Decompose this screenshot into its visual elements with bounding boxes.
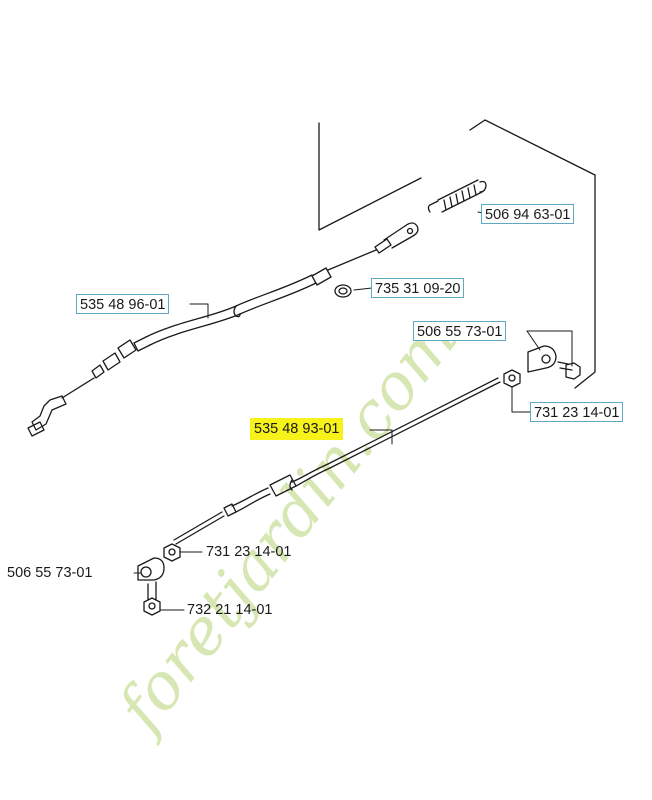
lower-nut [163, 543, 181, 562]
part-label-535-48-96-01[interactable]: 535 48 96-01 [76, 294, 170, 314]
part-label-506-94-63-01[interactable]: 506 94 63-01 [481, 204, 575, 224]
frame-outline [318, 119, 596, 389]
part-label-731-23-14-01-right[interactable]: 731 23 14-01 [530, 402, 624, 422]
part-label-731-23-14-01-lower[interactable]: 731 23 14-01 [206, 544, 292, 560]
upper-cable-end [327, 222, 419, 271]
upper-cable-sleeve [27, 267, 332, 437]
part-label-732-21-14-01[interactable]: 732 21 14-01 [187, 602, 273, 618]
right-ball-joint [527, 345, 581, 380]
right-nut [503, 369, 521, 388]
part-label-506-55-73-01-right[interactable]: 506 55 73-01 [413, 321, 507, 341]
lower-ball-joint [137, 557, 165, 616]
part-label-506-55-73-01-lower[interactable]: 506 55 73-01 [7, 565, 93, 581]
part-label-735-31-09-20[interactable]: 735 31 09-20 [371, 278, 465, 298]
lower-cable [173, 377, 501, 545]
part-label-535-48-93-01-highlighted[interactable]: 535 48 93-01 [250, 418, 344, 440]
spring-part [427, 179, 487, 213]
clip-part [334, 284, 352, 298]
leader-lines [133, 211, 573, 611]
